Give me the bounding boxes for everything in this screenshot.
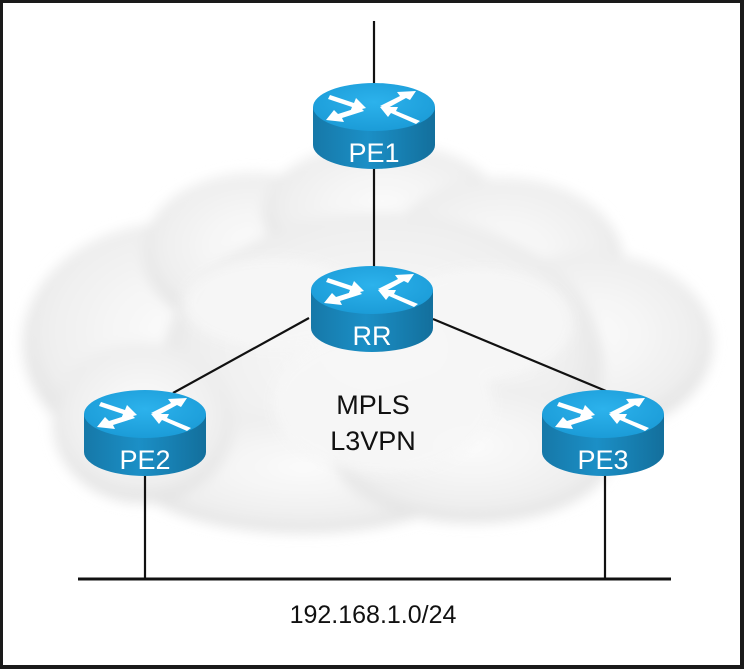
router-label: RR [353,321,392,351]
link-rr-pe2 [172,317,310,394]
router-label: PE1 [348,138,399,168]
cloud-label-l3vpn: L3VPN [330,426,416,456]
link-rr-pe3 [432,317,607,393]
router-pe3[interactable]: PE3 [542,390,664,476]
subnet-label: 192.168.1.0/24 [290,601,457,629]
router-pe2[interactable]: PE2 [84,390,206,476]
router-label: PE3 [577,445,628,475]
router-pe1[interactable]: PE1 [313,83,435,169]
links [143,21,607,578]
cloud-label-mpls: MPLS [336,390,410,420]
router-rr[interactable]: RR [311,266,433,352]
network-diagram: PE1 RR PE2 PE3 MPLS L3VPN 192.168.1.0/24 [23,21,713,629]
router-label: PE2 [119,445,170,475]
